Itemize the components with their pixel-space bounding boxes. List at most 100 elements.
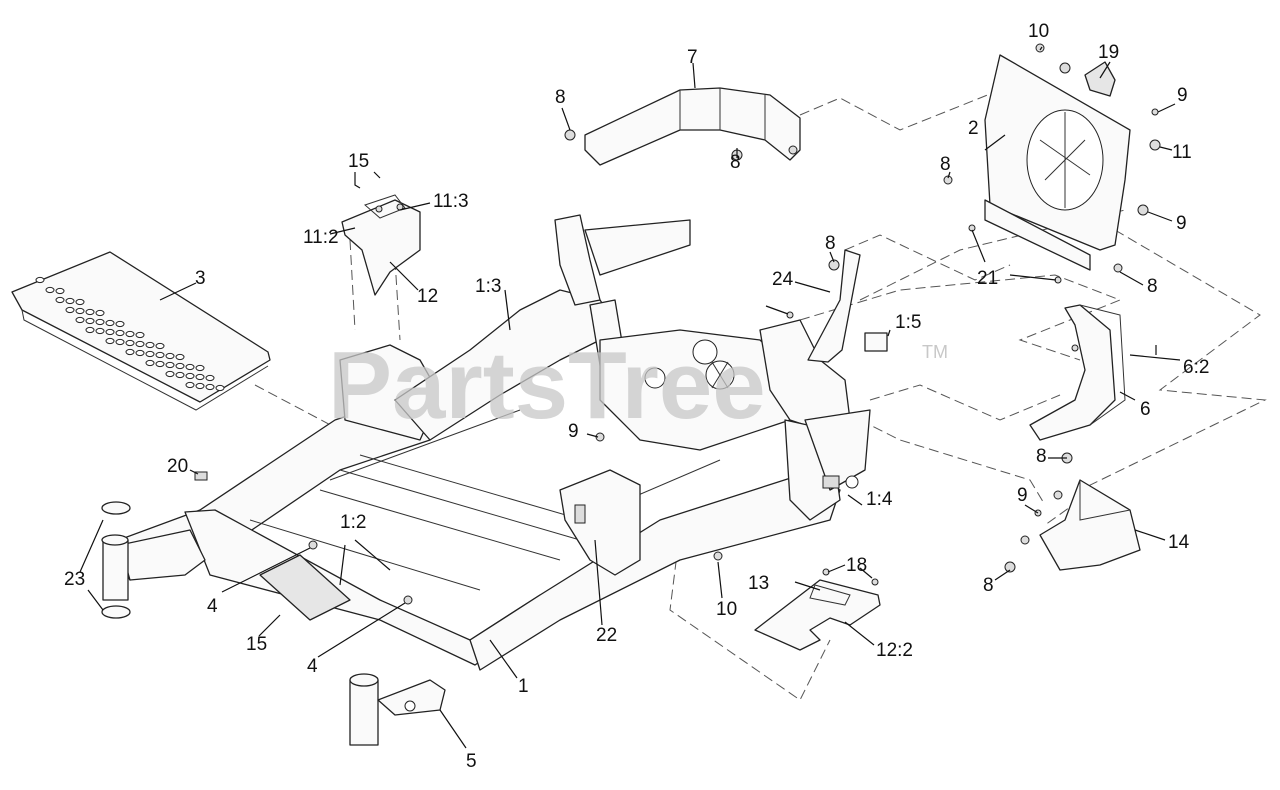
callout-9-bottom: 10	[716, 599, 737, 620]
handle-part-18	[1084, 61, 1116, 97]
perforation-hole	[195, 364, 205, 372]
perforation-hole	[135, 340, 145, 348]
callout-8-hood-bottom: 8	[730, 152, 741, 173]
callout-1-3: 1:3	[475, 276, 501, 297]
callout-9-frame: 9	[568, 421, 579, 442]
callout-8-plate-right: 8	[1147, 276, 1158, 297]
callout-19: 20	[167, 456, 188, 477]
callout-11: 11:2	[303, 227, 339, 248]
perforation-hole	[85, 308, 95, 316]
perforation-hole	[115, 338, 125, 346]
rear-plate-part-2	[943, 43, 1161, 284]
watermark: PartsTree TM	[328, 332, 948, 439]
callout-5: 5	[466, 751, 477, 772]
callout-9-top-right: 9	[1177, 85, 1188, 106]
callout-labels: 1 1:2 1:3 1:4 1:5 2 3 4 4 5 6 6:2 7 8 8 …	[64, 21, 1209, 772]
callout-13: 14	[1168, 532, 1190, 553]
perforation-hole	[165, 370, 175, 378]
bracket-part-11	[341, 194, 421, 296]
perforation-hole	[125, 330, 135, 338]
callout-14: 15	[246, 634, 267, 655]
perforation-hole	[85, 317, 95, 325]
perforation-hole	[145, 341, 155, 349]
callout-8-plate-left: 8	[940, 154, 951, 175]
callout-6: 6	[1140, 399, 1151, 420]
perforation-hole	[215, 384, 225, 392]
perforation-hole	[65, 306, 75, 314]
perforation-hole	[155, 360, 165, 368]
perforation-hole	[45, 286, 55, 294]
perforation-hole	[155, 351, 165, 359]
callout-3: 3	[195, 268, 206, 289]
perforation-hole	[65, 297, 75, 305]
callout-20: 21	[977, 268, 998, 289]
perforation-hole	[205, 383, 215, 391]
perforation-hole	[95, 318, 105, 326]
callout-21: 22	[596, 625, 617, 646]
callout-11-2: 11:3	[433, 191, 469, 212]
perforation-hole	[195, 373, 205, 381]
perforation-hole	[75, 316, 85, 324]
callout-12-2: 13	[748, 573, 769, 594]
perforation-hole	[125, 348, 135, 356]
watermark-text: PartsTree	[328, 332, 766, 439]
perforation-hole	[185, 372, 195, 380]
callout-22: 23	[64, 569, 85, 590]
perforation-hole	[145, 359, 155, 367]
perforation-hole	[195, 382, 205, 390]
callout-10-side: 11	[1172, 142, 1192, 163]
callout-9-plate-bottom: 9	[1176, 213, 1187, 234]
callout-1-4: 1:4	[866, 489, 893, 510]
perforation-hole	[115, 320, 125, 328]
perforation-hole	[55, 296, 65, 304]
callout-1-2: 1:2	[340, 512, 366, 533]
perforation-hole	[125, 339, 135, 347]
leader-lines	[79, 46, 1181, 749]
perforation-hole	[165, 361, 175, 369]
callout-7: 7	[687, 47, 698, 68]
callout-8-shroud: 8	[1036, 446, 1047, 467]
callout-6-2: 6:2	[1183, 357, 1209, 378]
main-frame-part-1	[101, 214, 888, 746]
perforation-hole	[105, 328, 115, 336]
perforation-hole	[155, 342, 165, 350]
perforation-hole	[145, 350, 155, 358]
callout-15-top: 15	[348, 151, 369, 172]
callout-4-right: 4	[307, 656, 318, 677]
perforation-hole	[205, 374, 215, 382]
perforation-hole	[95, 309, 105, 317]
perforation-hole	[85, 326, 95, 334]
assembly-dash-lines	[254, 89, 1267, 701]
callout-1: 1	[518, 676, 529, 697]
callout-15-bottom: 18	[846, 555, 867, 576]
perforation-hole	[135, 349, 145, 357]
watermark-tm: TM	[922, 342, 948, 362]
perforation-hole	[55, 287, 65, 295]
callout-12: 12:2	[876, 640, 913, 661]
perforation-hole	[95, 327, 105, 335]
callout-11-3: 12	[417, 286, 438, 307]
callout-8-arm: 8	[825, 233, 836, 254]
perforation-hole	[175, 362, 185, 370]
perforation-hole	[75, 298, 85, 306]
callout-9-shroud: 9	[1017, 485, 1028, 506]
callout-4-left: 4	[207, 596, 218, 617]
perforation-hole	[175, 371, 185, 379]
callout-8-lower: 8	[983, 575, 994, 596]
floor-pan-part-3	[11, 251, 271, 411]
callout-23: 24	[772, 269, 794, 290]
perforation-hole	[185, 363, 195, 371]
perforation-hole	[175, 353, 185, 361]
perforation-hole	[115, 329, 125, 337]
shroud-part-6	[1029, 304, 1126, 441]
callout-8-hood-left: 8	[555, 87, 566, 108]
plate-part-12	[754, 568, 881, 651]
callout-18: 19	[1098, 42, 1119, 63]
callout-1-5: 1:5	[895, 312, 921, 333]
perforation-hole	[135, 331, 145, 339]
perforation-hole	[105, 319, 115, 327]
floor-pan-perforations	[35, 276, 225, 392]
perforation-hole	[35, 276, 45, 284]
